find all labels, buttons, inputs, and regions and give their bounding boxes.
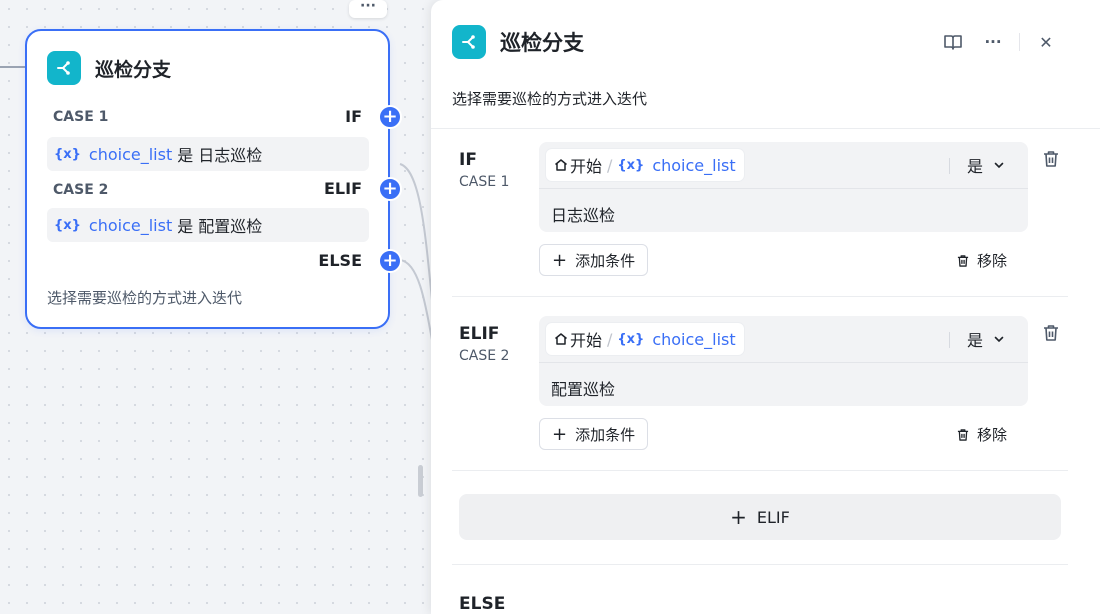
variable-name: choice_list xyxy=(88,144,173,164)
variable-name: choice_list xyxy=(652,155,736,175)
section-divider xyxy=(452,564,1068,565)
operator: 是 xyxy=(177,146,194,165)
operator-value: 是 xyxy=(967,331,984,350)
edge-lines xyxy=(399,163,433,341)
chevron-down-icon xyxy=(994,336,1004,343)
variable-selector[interactable]: 开始 / {x} choice_list xyxy=(546,149,744,181)
case-type-label: IF xyxy=(459,150,477,170)
path-separator: / xyxy=(607,155,613,175)
add-condition-button[interactable]: + 添加条件 xyxy=(539,244,649,276)
variable-icon: {x} xyxy=(617,331,645,347)
plus-icon: + xyxy=(730,505,747,529)
settings-panel: 巡检分支 ··· ✕ 选择需要巡检的方式进入迭代 IF CASE 1 开始 / … xyxy=(431,0,1100,614)
close-icon[interactable]: ✕ xyxy=(1039,32,1053,52)
condition-value-input[interactable]: 日志巡检 xyxy=(551,206,616,225)
source-node-name: 开始 xyxy=(570,157,603,176)
panel-description: 选择需要巡检的方式进入迭代 xyxy=(452,90,648,108)
trash-icon xyxy=(957,428,969,441)
delete-condition-icon[interactable] xyxy=(1040,322,1062,344)
panel-actions: ··· ✕ xyxy=(939,28,1060,56)
case-1-label: CASE 1 xyxy=(53,109,109,125)
plus-icon: + xyxy=(552,423,568,445)
node-more-button[interactable]: ··· xyxy=(349,0,387,18)
if-port-add-button[interactable]: + xyxy=(378,105,402,129)
else-label: ELSE xyxy=(318,251,362,270)
variable-icon: {x} xyxy=(54,146,81,162)
variable-selector[interactable]: 开始 / {x} choice_list xyxy=(546,323,744,355)
section-divider xyxy=(452,296,1068,297)
variable-name: choice_list xyxy=(88,215,173,235)
branch-icon xyxy=(452,25,486,59)
card-divider xyxy=(539,362,1028,363)
condition-value: 配置巡检 xyxy=(198,217,263,236)
section-divider xyxy=(452,470,1068,471)
chevron-down-icon xyxy=(994,162,1004,169)
path-separator: / xyxy=(607,329,613,349)
variable-icon: {x} xyxy=(617,157,645,173)
trash-icon xyxy=(957,254,969,267)
remove-case-button[interactable]: 移除 xyxy=(955,250,1007,271)
header-divider xyxy=(431,128,1100,129)
node-description: 选择需要巡检的方式进入迭代 xyxy=(47,289,243,307)
add-elif-label: ELIF xyxy=(756,507,790,527)
else-section-label: ELSE xyxy=(459,594,506,614)
operator-select[interactable]: 是 xyxy=(967,153,1005,177)
source-node-name: 开始 xyxy=(570,331,603,350)
elif-label: ELIF xyxy=(323,179,362,198)
operator-divider xyxy=(949,158,950,174)
condition-card: 开始 / {x} choice_list 是 配置巡检 xyxy=(539,316,1028,406)
more-icon[interactable]: ··· xyxy=(984,33,1002,51)
case-type-label: ELIF xyxy=(459,324,500,344)
variable-icon: {x} xyxy=(54,217,81,233)
incoming-edge xyxy=(0,66,28,68)
elif-port-add-button[interactable]: + xyxy=(378,177,402,201)
plus-icon: + xyxy=(552,249,568,271)
home-icon xyxy=(555,159,567,171)
add-condition-button[interactable]: + 添加条件 xyxy=(539,418,649,450)
branch-node[interactable]: 巡检分支 CASE 1 IF + {x} choice_list 是 日志巡检 … xyxy=(25,29,402,329)
condition-row-2: {x} choice_list 是 配置巡检 xyxy=(47,208,369,242)
if-label: IF xyxy=(345,107,362,126)
add-condition-label: 添加条件 xyxy=(575,425,636,444)
case-block-if: IF CASE 1 开始 / {x} choice_list 是 日志巡检 + … xyxy=(431,142,1100,310)
card-divider xyxy=(539,188,1028,189)
actions-divider xyxy=(1019,33,1020,51)
else-port-add-button[interactable]: + xyxy=(378,249,402,273)
case-number-label: CASE 1 xyxy=(459,174,510,190)
variable-name: choice_list xyxy=(652,329,736,349)
branch-icon xyxy=(47,51,81,85)
panel-header: 巡检分支 xyxy=(452,25,584,59)
operator: 是 xyxy=(177,217,194,236)
home-icon xyxy=(555,333,567,345)
operator-value: 是 xyxy=(967,157,984,176)
case-2-label: CASE 2 xyxy=(53,182,109,198)
add-elif-button[interactable]: + ELIF xyxy=(459,494,1061,540)
remove-label: 移除 xyxy=(977,252,1008,270)
case-block-elif: ELIF CASE 2 开始 / {x} choice_list 是 配置巡检 … xyxy=(431,316,1100,484)
panel-resize-handle[interactable] xyxy=(418,465,423,497)
panel-title: 巡检分支 xyxy=(500,31,584,55)
remove-case-button[interactable]: 移除 xyxy=(955,424,1007,445)
node-header: 巡检分支 xyxy=(47,51,171,85)
operator-select[interactable]: 是 xyxy=(967,327,1005,351)
delete-condition-icon[interactable] xyxy=(1040,148,1062,170)
condition-card: 开始 / {x} choice_list 是 日志巡检 xyxy=(539,142,1028,232)
condition-value: 日志巡检 xyxy=(198,146,263,165)
remove-label: 移除 xyxy=(977,426,1008,444)
condition-row-1: {x} choice_list 是 日志巡检 xyxy=(47,137,369,171)
condition-value-input[interactable]: 配置巡检 xyxy=(551,380,616,399)
case-number-label: CASE 2 xyxy=(459,348,510,364)
book-icon[interactable] xyxy=(939,28,967,56)
add-condition-label: 添加条件 xyxy=(575,251,636,270)
operator-divider xyxy=(949,332,950,348)
node-title: 巡检分支 xyxy=(95,58,172,81)
